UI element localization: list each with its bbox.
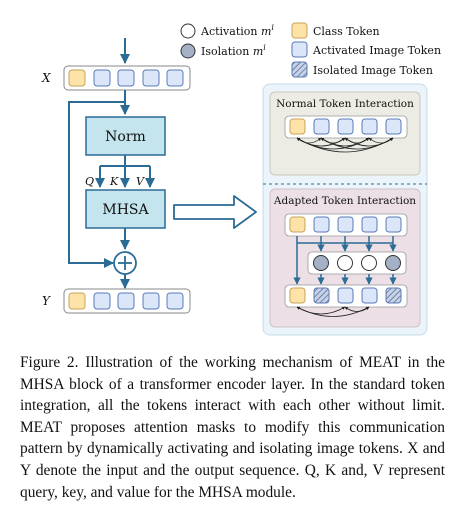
mask-row [307,251,407,275]
token-image [166,292,184,310]
token-image [166,69,184,87]
token-image [361,216,378,233]
isolation-legend-label: Isolation mi [201,43,266,58]
token-image [313,216,330,233]
v-label: V [136,175,145,188]
mhsa-label: MHSA [102,202,149,218]
k-label: K [109,175,119,188]
token-image [142,292,160,310]
token-class [289,118,306,135]
token-image [337,118,354,135]
token-image [117,292,135,310]
token-class [289,216,306,233]
token-image [385,216,402,233]
q-label: Q [85,175,94,188]
isolation-mask [385,255,401,271]
token-image [337,216,354,233]
legend: Activation mi Isolation mi Class Token A… [180,22,441,78]
figure-caption: Figure 2. Illustration of the working me… [20,354,445,501]
token-image [93,69,111,87]
input-label-x: X [41,71,51,85]
token-image [337,287,354,304]
isolated-token-legend-icon [291,61,308,78]
norm-label: Norm [105,129,146,145]
token-isolated [313,287,330,304]
encoder-pipeline: X Norm Q K V MHSA Y [41,38,191,314]
class-token-legend-icon [291,22,308,39]
isolation-mask [313,255,329,271]
expand-arrow [173,195,257,229]
token-image [385,118,402,135]
meat-diagram: Activation mi Isolation mi Class Token A… [41,22,441,336]
activation-mask [337,255,353,271]
token-image [361,118,378,135]
token-image [93,292,111,310]
mhsa-block [85,189,166,229]
token-class [68,69,86,87]
normal-interaction-title: Normal Token Interaction [276,98,414,110]
token-class [289,287,306,304]
norm-block [85,116,166,156]
class-token-legend-label: Class Token [313,25,380,38]
activated-token-legend-icon [291,41,308,58]
isolation-legend-icon [180,43,196,59]
token-image [313,118,330,135]
token-isolated [385,287,402,304]
interaction-panel: Normal Token Interaction Adapted Token I… [262,83,428,336]
output-label-y: Y [42,294,51,308]
isolated-token-legend-label: Isolated Image Token [313,64,433,77]
activation-mask [361,255,377,271]
masked-attention-arcs [296,306,370,317]
token-image [117,69,135,87]
adapted-interaction-title: Adapted Token Interaction [273,195,416,207]
token-image [361,287,378,304]
activation-legend-label: Activation mi [200,23,274,38]
activated-token-legend-label: Activated Image Token [312,44,441,57]
full-attention-arcs [296,137,394,153]
activation-legend-icon [180,23,196,39]
token-class [68,292,86,310]
token-image [142,69,160,87]
